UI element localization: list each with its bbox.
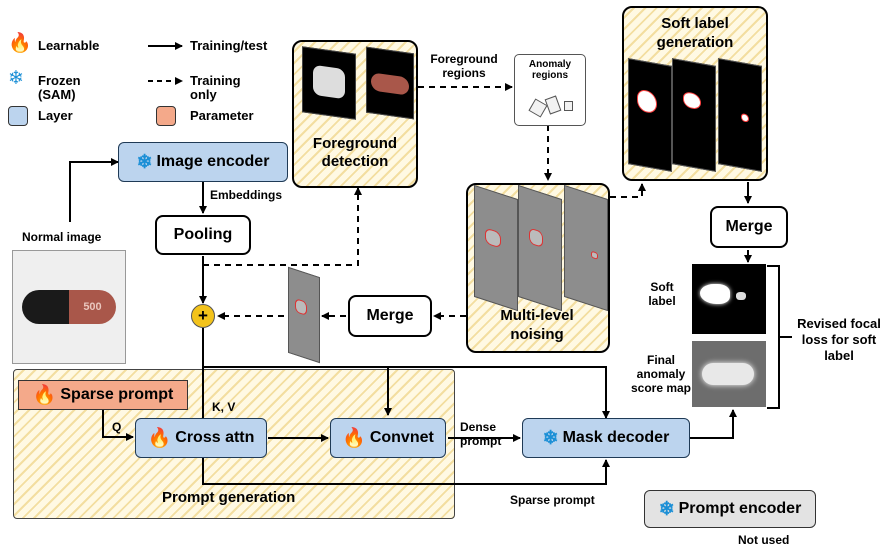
anomaly-regions-box: Anomaly regions xyxy=(514,54,586,126)
legend-parameter: Parameter xyxy=(190,108,254,123)
soft-label-generation-label: Soft label generation xyxy=(656,15,734,51)
image-encoder-label: Image encoder xyxy=(156,153,270,170)
merge-top-box: Merge xyxy=(710,206,788,248)
anomaly-regions-label: Anomaly regions xyxy=(528,59,572,81)
merged-noise-image xyxy=(288,266,320,364)
merge-top-label: Merge xyxy=(725,218,773,235)
mask-decoder-box: ❄ Mask decoder xyxy=(522,418,690,458)
pooling-label: Pooling xyxy=(173,226,233,243)
capsule-text: 500 xyxy=(83,301,102,313)
snowflake-icon: ❄ xyxy=(136,151,153,173)
final-anomaly-score-map-label: Final anomaly score map xyxy=(630,353,692,395)
k-v-label: K, V xyxy=(212,400,236,414)
foreground-regions-label: Foreground regions xyxy=(430,52,498,80)
fire-icon: 🔥 xyxy=(147,427,172,449)
foreground-detection-label: Foreground detection xyxy=(312,135,398,170)
multi-level-noising-label: Multi-level noising xyxy=(500,307,574,343)
soft-label-image xyxy=(692,264,766,334)
legend-parameter-swatch xyxy=(156,106,176,126)
prompt-encoder-box: ❄ Prompt encoder xyxy=(644,490,816,528)
normal-image-label: Normal image xyxy=(22,230,102,244)
snowflake-icon: ❄ xyxy=(8,68,24,89)
foreground-image-2 xyxy=(366,46,414,120)
sparse-prompt-edge-label: Sparse prompt xyxy=(510,493,595,507)
q-label: Q xyxy=(112,420,122,434)
prompt-generation-label: Prompt generation xyxy=(162,489,296,506)
dense-prompt-label: Dense prompt xyxy=(460,420,502,448)
capsule: 500 xyxy=(22,290,116,324)
noise-image-1 xyxy=(474,184,518,312)
legend-learnable: Learnable xyxy=(38,38,100,53)
snowflake-icon: ❄ xyxy=(542,427,559,449)
legend-layer-swatch xyxy=(8,106,28,126)
soft-label-mask-1 xyxy=(628,58,672,172)
fire-icon: 🔥 xyxy=(32,384,57,406)
plus-icon: + xyxy=(191,304,215,328)
sparse-prompt-label: Sparse prompt xyxy=(60,386,174,403)
sparse-prompt-box: 🔥 Sparse prompt xyxy=(18,380,188,410)
soft-label-mask-3 xyxy=(718,58,762,172)
revised-loss-label: Revised focal loss for soft label xyxy=(797,316,881,363)
foreground-image-1 xyxy=(302,46,356,120)
normal-image: 500 xyxy=(12,250,126,364)
noise-image-3 xyxy=(564,184,608,312)
convnet-label: Convnet xyxy=(369,429,434,446)
soft-label-label: Soft label xyxy=(648,280,676,308)
cross-attn-box: 🔥 Cross attn xyxy=(135,418,267,458)
fire-icon: 🔥 xyxy=(8,33,32,54)
merge-mid-box: Merge xyxy=(348,295,432,337)
embeddings-label: Embeddings xyxy=(210,188,283,202)
image-encoder-box: ❄ Image encoder xyxy=(118,142,288,182)
legend-training-test: Training/test xyxy=(190,38,268,53)
merge-mid-label: Merge xyxy=(366,307,414,324)
legend-layer: Layer xyxy=(38,108,73,123)
noise-image-2 xyxy=(518,184,562,312)
legend-training-only: Training only xyxy=(190,73,241,102)
fire-icon: 🔥 xyxy=(342,427,366,449)
cross-attn-label: Cross attn xyxy=(175,429,255,446)
soft-label-mask-2 xyxy=(672,58,716,172)
mask-decoder-label: Mask decoder xyxy=(562,429,670,446)
not-used-label: Not used xyxy=(738,533,790,547)
pooling-box: Pooling xyxy=(155,215,251,255)
prompt-encoder-label: Prompt encoder xyxy=(678,500,802,517)
convnet-box: 🔥 Convnet xyxy=(330,418,446,458)
final-anomaly-score-map xyxy=(692,341,766,407)
legend-frozen: Frozen (SAM) xyxy=(38,73,81,102)
snowflake-icon: ❄ xyxy=(658,498,675,520)
